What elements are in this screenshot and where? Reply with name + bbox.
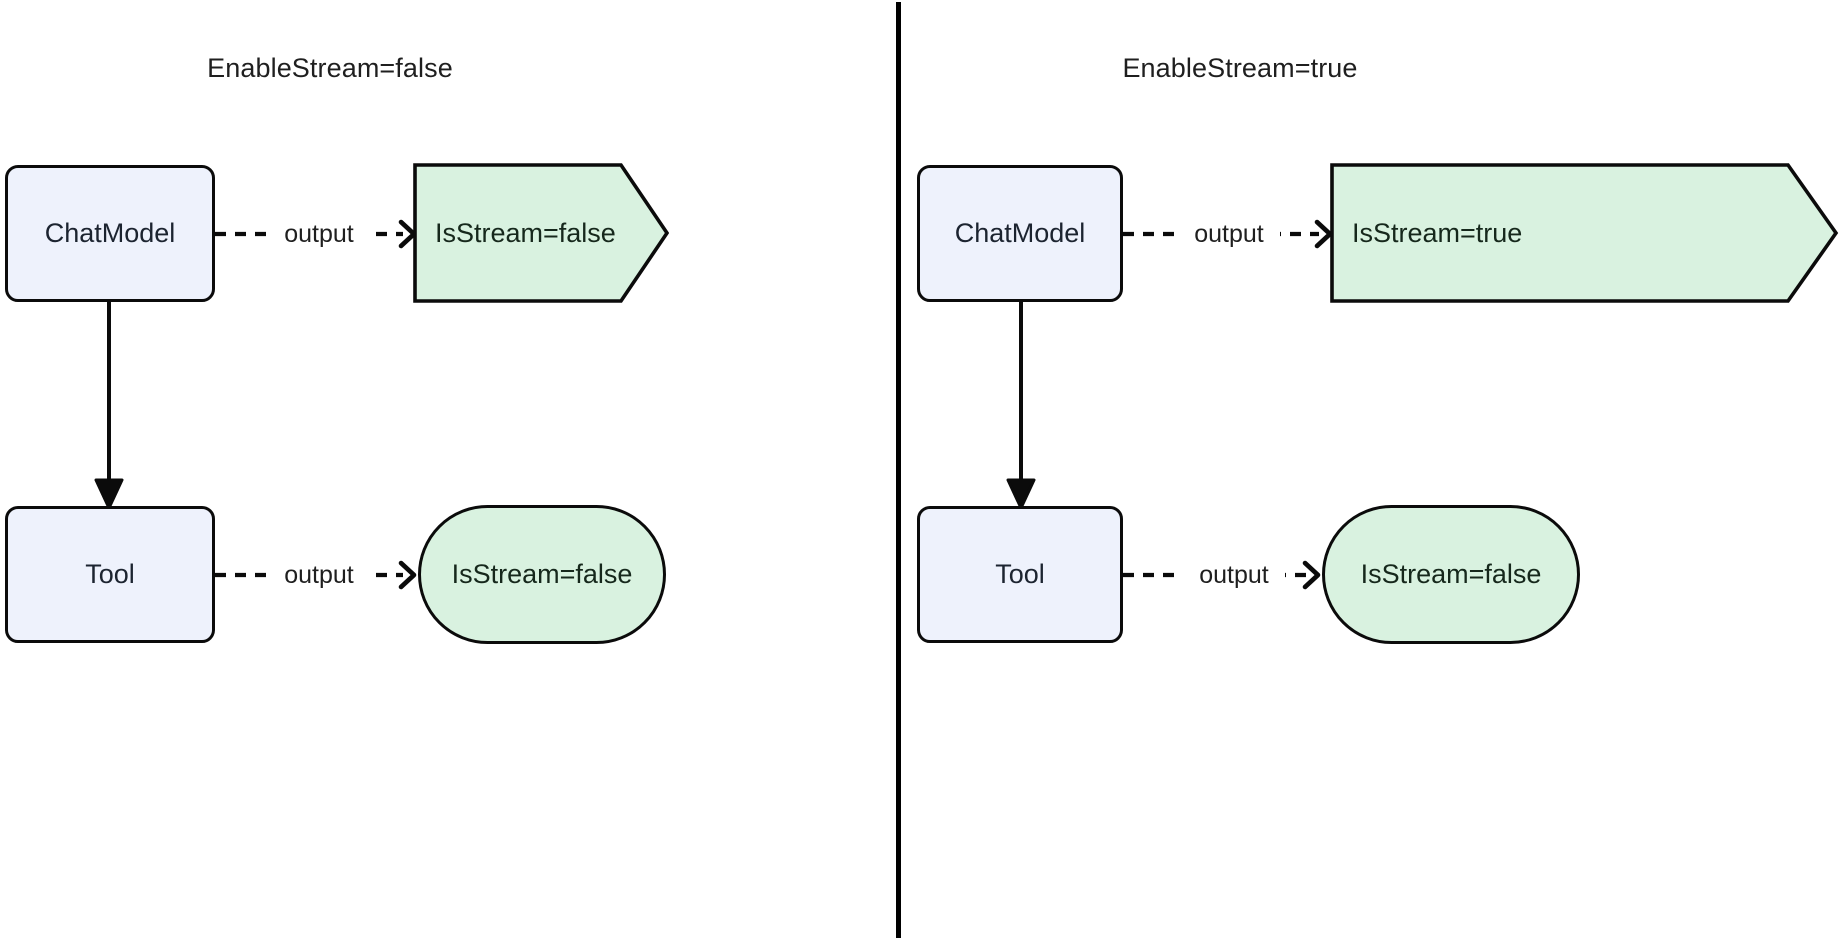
node-chat-result-right-shape (1330, 163, 1839, 303)
edge-label-chatmodel-output-left: output (268, 220, 370, 249)
edge-chatmodel-to-tool-left-path (94, 300, 124, 510)
node-chat-result-left-shape (413, 163, 669, 303)
node-tool-right[interactable]: Tool (917, 506, 1123, 643)
node-chatmodel-right-label: ChatModel (954, 218, 1086, 248)
panel-divider (896, 2, 901, 938)
node-chat-result-right-label: IsStream=true (1352, 217, 1523, 248)
edge-label-tool-output-right: output (1183, 561, 1285, 590)
panel-title-left: EnableStream=false (207, 53, 453, 83)
node-chatmodel-right[interactable]: ChatModel (917, 165, 1123, 302)
edge-chatmodel-to-tool-left (86, 300, 136, 512)
edge-chatmodel-to-tool-right (998, 300, 1048, 512)
node-chatmodel-left[interactable]: ChatModel (5, 165, 215, 302)
node-tool-result-right[interactable]: IsStream=false (1322, 505, 1580, 644)
edge-label-tool-output-left: output (268, 561, 370, 590)
node-tool-left[interactable]: Tool (5, 506, 215, 643)
node-tool-result-left-label: IsStream=false (451, 559, 633, 589)
node-tool-left-label: Tool (85, 559, 135, 589)
edge-chatmodel-to-tool-right-path (1006, 300, 1036, 510)
node-chat-result-right[interactable]: IsStream=true (1330, 163, 1840, 303)
panel-title-right: EnableStream=true (1122, 53, 1358, 83)
node-tool-right-label: Tool (995, 559, 1045, 589)
edge-label-chatmodel-output-right: output (1178, 220, 1280, 249)
node-tool-result-right-label: IsStream=false (1360, 559, 1542, 589)
node-chat-result-left[interactable]: IsStream=false (413, 163, 669, 303)
node-chat-result-left-label: IsStream=false (435, 217, 616, 248)
node-tool-result-left[interactable]: IsStream=false (418, 505, 666, 644)
node-chatmodel-left-label: ChatModel (44, 218, 176, 248)
